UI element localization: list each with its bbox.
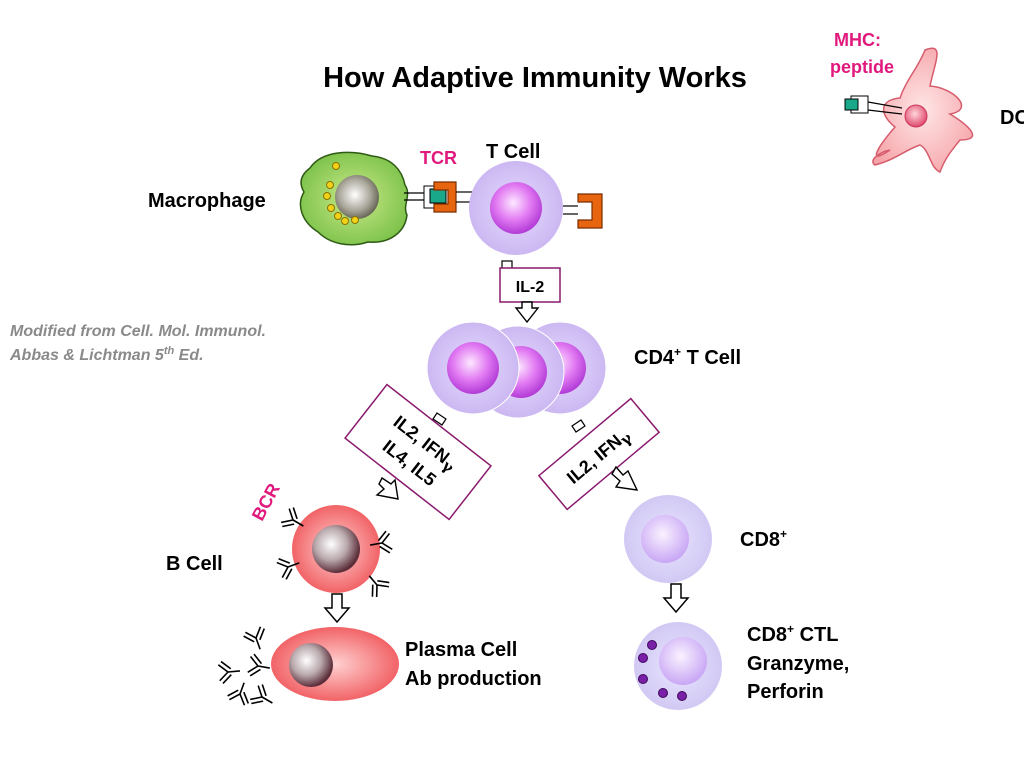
t-cell-right-receptor-icon [563, 193, 603, 229]
citation-line-1: Modified from Cell. Mol. Immunol. [10, 323, 266, 340]
cd8-cell-nucleus [641, 515, 689, 563]
secreted-antibody-icon [217, 659, 242, 685]
il2-box [499, 267, 561, 303]
bcr-label: BCR [248, 480, 284, 524]
t-cell [469, 161, 563, 255]
plasma-cell [217, 624, 399, 714]
macrophage-nucleus [335, 175, 379, 219]
secreted-antibody-icon [225, 678, 256, 708]
arrow-to-plasma-icon [324, 593, 350, 623]
citation-line-2: Abbas & Lichtman 5th Ed. [9, 345, 204, 364]
t-cell-label: T Cell [486, 141, 540, 163]
cd8-label: CD8+ [740, 527, 787, 551]
macrophage-cell [299, 151, 447, 246]
peptide-label: peptide [830, 57, 894, 77]
macrophage-granules [323, 162, 359, 225]
t-cell-nucleus [490, 182, 542, 234]
cd8-cell [624, 495, 712, 583]
b-cell-label: B Cell [166, 553, 223, 575]
arrow-to-cd8-icon [611, 465, 639, 491]
plasma-cell-label: Plasma Cell [405, 639, 517, 661]
perforin-label: Perforin [747, 681, 824, 703]
b-cell [274, 505, 394, 600]
ctl-cell [634, 622, 722, 710]
b-cell-nucleus [312, 525, 360, 573]
secreted-antibody-icon [246, 652, 273, 680]
tcr-receptor-icon [433, 181, 472, 213]
il2-signal: IL-2 [499, 260, 561, 324]
plasma-cell-nucleus [289, 643, 333, 687]
peptide-on-macrophage-icon [429, 188, 447, 204]
cd4-label: CD4+ T Cell [634, 345, 741, 369]
mhc-label: MHC: [834, 30, 881, 50]
cytokines-right-box: IL2, IFNγ [537, 397, 661, 511]
dendritic-cell-nucleus [904, 104, 928, 128]
peptide-square-icon [844, 98, 859, 111]
macrophage-label: Macrophage [148, 190, 266, 212]
ab-production-label: Ab production [405, 668, 542, 690]
granzyme-label: Granzyme, [747, 653, 849, 675]
granzyme-granules [638, 640, 687, 701]
citation: Modified from Cell. Mol. Immunol. Abbas … [9, 323, 266, 364]
tcr-label: TCR [420, 148, 457, 168]
il2-arrow-icon [514, 301, 540, 324]
page-title: How Adaptive Immunity Works [323, 62, 747, 94]
ctl-label: CD8+ CTL [747, 622, 838, 646]
dendritic-cell [844, 47, 974, 173]
secreted-antibody-icon [241, 624, 272, 654]
arrow-to-ctl-icon [663, 583, 689, 613]
cd4-t-cells [426, 321, 607, 419]
il2-label: IL-2 [516, 279, 545, 296]
ctl-cell-nucleus [659, 637, 707, 685]
dc-label: DC [1000, 107, 1024, 129]
secreted-antibody-icon [247, 682, 279, 714]
arrow-to-b-cell-icon [375, 476, 399, 500]
